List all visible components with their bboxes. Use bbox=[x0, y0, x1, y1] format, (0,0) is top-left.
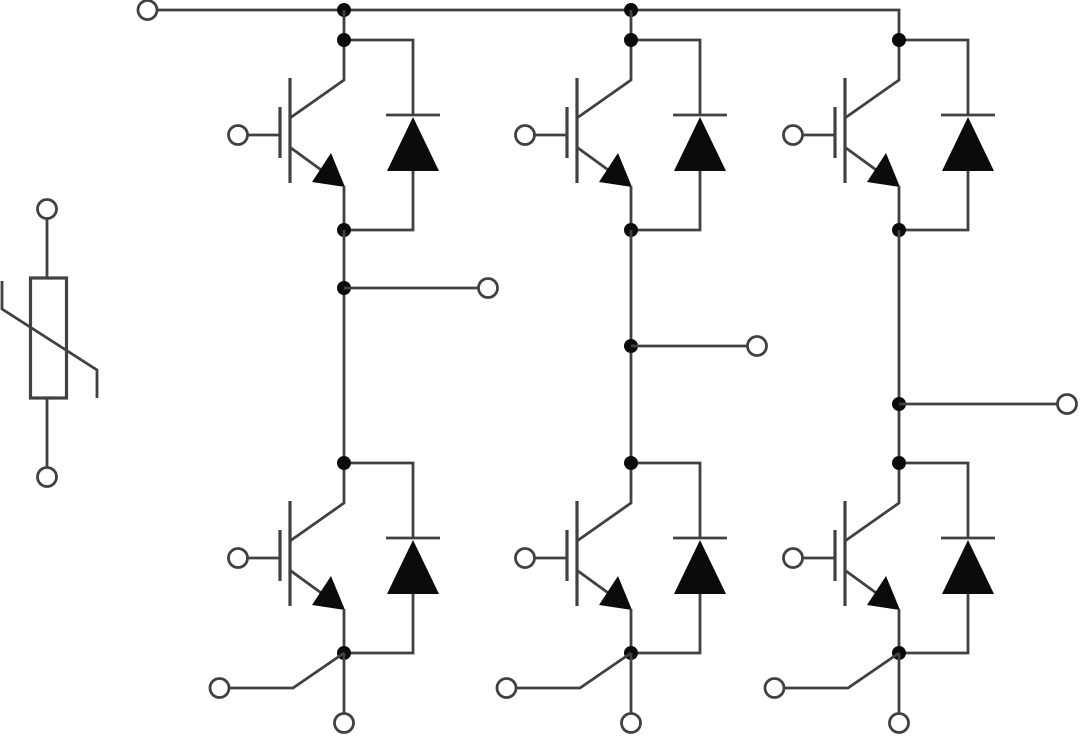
dc-rail-wire bbox=[157, 8, 901, 40]
thermistor-strike bbox=[0, 281, 99, 398]
dc-positive-terminal bbox=[136, 0, 159, 21]
leg2-high-side-igbt-cell bbox=[513, 31, 729, 239]
phase-leg-3 bbox=[763, 31, 1078, 734]
leg3-aux-emitter-wire bbox=[784, 651, 900, 690]
leg1-aux-emitter-terminal bbox=[208, 677, 231, 699]
leg3-high-side-igbt-cell bbox=[781, 31, 997, 239]
leg3-ac-output-terminal bbox=[1056, 393, 1078, 415]
leg1-aux-emitter-wire bbox=[229, 651, 345, 690]
leg2-low-side-igbt-cell bbox=[513, 454, 729, 662]
leg2-main-emitter-terminal bbox=[620, 712, 642, 734]
dc-positive-rail bbox=[136, 0, 901, 40]
leg1-main-emitter-terminal bbox=[333, 712, 355, 734]
thermistor-top-terminal bbox=[36, 198, 58, 220]
leg1-low-side-igbt-cell bbox=[226, 454, 442, 662]
leg1-ac-output-terminal bbox=[477, 277, 499, 299]
leg3-low-side-igbt-cell bbox=[781, 454, 997, 662]
phase-leg-1 bbox=[208, 10, 499, 734]
leg1-high-side-igbt-cell bbox=[226, 31, 442, 239]
leg3-main-emitter-terminal bbox=[888, 712, 910, 734]
thermistor-body bbox=[28, 276, 69, 400]
phase-leg-2 bbox=[495, 10, 768, 734]
thermistor-bottom-terminal bbox=[36, 466, 58, 488]
ntc-thermistor bbox=[0, 198, 99, 488]
leg2-aux-emitter-wire bbox=[516, 651, 632, 690]
leg2-aux-emitter-terminal bbox=[495, 677, 518, 699]
leg2-ac-output-terminal bbox=[746, 335, 768, 357]
leg3-aux-emitter-terminal bbox=[763, 677, 786, 699]
